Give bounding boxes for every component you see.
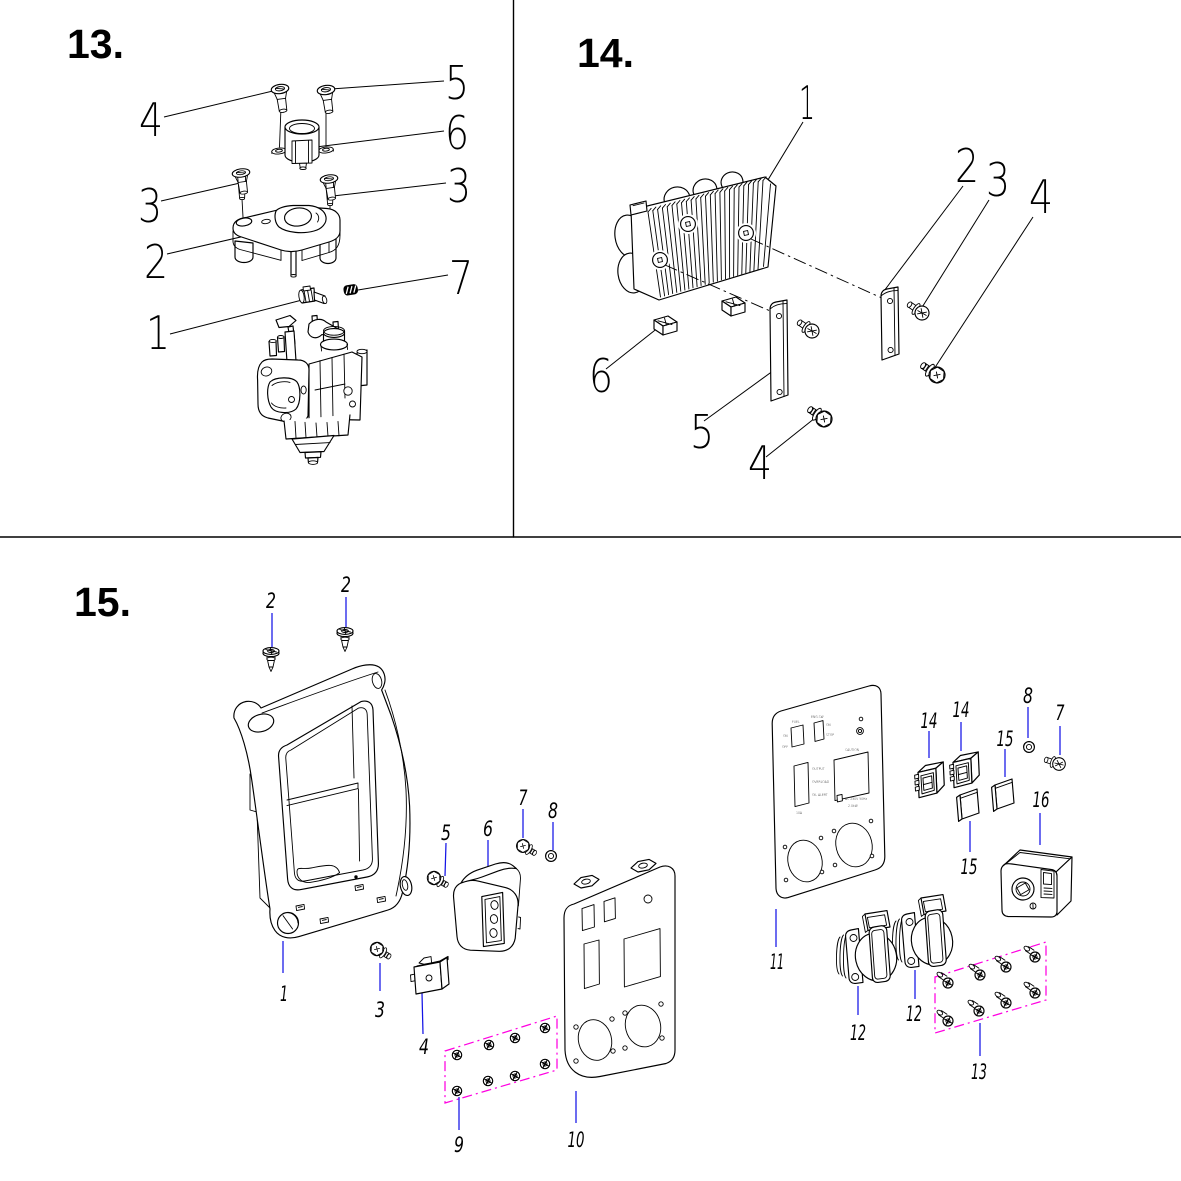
callout-13-3b: 3: [447, 159, 471, 213]
callout-15-8a: 8: [548, 799, 558, 823]
callout-15-3: 3: [375, 998, 385, 1022]
decal-engine-stop: STOP: [826, 733, 834, 737]
callout-15-16: 16: [1033, 788, 1050, 812]
callout-15-4: 4: [419, 1035, 429, 1059]
carb-inlet-tower: [319, 325, 349, 352]
callout-15-14a: 14: [921, 709, 938, 733]
part-13-spring: [343, 284, 359, 296]
callout-15-12a: 12: [850, 1021, 866, 1045]
callout-15-10: 10: [568, 1128, 585, 1152]
callout-15-7b: 7: [1056, 701, 1065, 725]
part-15-nut-8b: [1023, 741, 1035, 753]
part-14-bracket-2: [880, 286, 900, 361]
carb-float-bowl: [283, 414, 351, 465]
part-13-primer-pump: [284, 119, 320, 170]
part-14-regulator-heatsink: [614, 171, 777, 301]
decal-fuel-label: FUEL: [792, 720, 800, 724]
decal-spec2: 2.0kW: [848, 804, 858, 808]
callout-15-15b: 15: [961, 855, 978, 879]
screwset-13-box: [934, 941, 1047, 1034]
decal-output: OUTPUT: [812, 767, 825, 771]
screwset-9-box: [444, 1015, 558, 1104]
decal-spec1: AC 230V 50Hz: [845, 797, 867, 801]
callout-13-2: 2: [144, 235, 168, 289]
plate-boss: [274, 204, 327, 234]
callout-15-14b: 14: [953, 698, 970, 722]
part-15-decal-panel: FUEL ON OFF ENG.SW ON STOP OUTPUT OVERLO…: [771, 684, 886, 899]
callout-14-4b: 4: [748, 436, 772, 490]
callout-14-6: 6: [589, 349, 613, 403]
decal-engine-on: ON: [826, 723, 831, 727]
section-13-carburetor: 13. 4 5 6 3 3 2 7 1: [67, 21, 473, 465]
section-14-title: 14.: [577, 30, 634, 76]
callout-15-6: 6: [483, 817, 493, 841]
part-13-screw-5: [316, 83, 339, 155]
section-15-title: 15.: [74, 579, 131, 625]
callout-14-2: 2: [955, 139, 979, 193]
part-15-breaker-6: [452, 862, 522, 952]
alignment-line-b: [664, 264, 778, 315]
part-15-screwset-9: [444, 1015, 558, 1104]
callout-13-4: 4: [139, 93, 163, 147]
section-13-title: 13.: [67, 21, 124, 67]
decal-overload: OVERLOAD: [812, 780, 830, 784]
callout-14-1: 1: [799, 76, 815, 130]
heatsink-screws: [650, 214, 756, 270]
decal-breaker: 10A: [796, 811, 803, 815]
part-13-screw-3b: [319, 173, 342, 226]
callout-15-9: 9: [454, 1133, 464, 1157]
callout-13-7: 7: [449, 251, 473, 305]
decal-oil-alert: OIL ALERT: [812, 793, 828, 797]
part-13-carburetor-body: [256, 314, 368, 465]
callout-15-2b: 2: [341, 573, 351, 597]
callout-15-13: 13: [971, 1060, 987, 1084]
callout-15-5: 5: [441, 821, 451, 845]
decal-graphics: FUEL ON OFF ENG.SW ON STOP OUTPUT OVERLO…: [782, 715, 875, 883]
callout-13-1: 1: [146, 306, 170, 360]
part-13-choke-clip: [298, 285, 328, 305]
part-13-screw-4: [270, 82, 293, 156]
callout-15-2a: 2: [266, 589, 276, 613]
callout-13-6: 6: [445, 106, 469, 160]
part-15-panel-frame: [233, 664, 413, 939]
callout-15-12b: 12: [906, 1002, 922, 1026]
alignment-line-a: [750, 238, 885, 300]
part-15-screwset-13: [934, 941, 1047, 1034]
callout-15-15a: 15: [997, 727, 1014, 751]
part-15-panel-plate: [563, 858, 676, 1078]
decal-caution: CAUTION: [845, 748, 859, 752]
callout-15-1: 1: [280, 982, 288, 1006]
part-14-bracket-5: [769, 299, 789, 402]
frame-bottom-details: [276, 875, 413, 935]
callout-15-11: 11: [770, 950, 784, 974]
decal-fuel-on: ON: [783, 734, 788, 738]
decal-engine-label: ENG.SW: [811, 715, 824, 719]
part-15-nut-8a: [545, 850, 557, 862]
section-15-control-panel: 15. 2 2 1 3 4: [74, 573, 1073, 1157]
callout-14-3: 3: [986, 153, 1010, 207]
part-13-screw-3a: [231, 167, 254, 218]
callout-15-8b: 8: [1023, 684, 1033, 708]
panel-plate-holes: [573, 1001, 665, 1064]
decal-fuel-off: OFF: [782, 745, 788, 749]
carb-front-flange: [256, 358, 310, 424]
part-13-insulator-plate: [232, 204, 341, 278]
callout-13-3a: 3: [138, 179, 162, 233]
callout-14-5: 5: [690, 405, 714, 459]
frame-window: [277, 700, 379, 891]
callout-15-7a: 7: [519, 786, 528, 810]
part-15-keyswitch-16: [1000, 849, 1073, 918]
callout-13-5: 5: [445, 56, 469, 110]
part-15-switch-4: [410, 955, 450, 995]
section-14-regulator: 14. 1 2 3 4 6 5 4: [577, 30, 1053, 490]
callout-14-4a: 4: [1029, 170, 1053, 224]
section-15-leaders: [271, 597, 1061, 1130]
